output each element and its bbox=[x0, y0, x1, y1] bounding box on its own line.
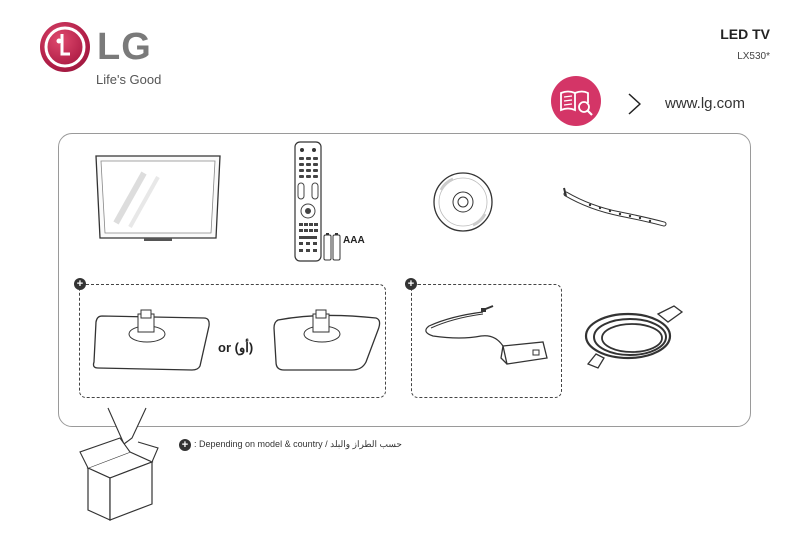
product-title: LED TV bbox=[720, 26, 770, 42]
plus-circle-icon: + bbox=[405, 278, 417, 290]
optional-adapter-group bbox=[411, 284, 562, 398]
package-box-illustration bbox=[79, 407, 159, 521]
book-magnifier-icon[interactable] bbox=[551, 76, 601, 126]
model-number: LX530* bbox=[737, 51, 770, 62]
battery-icon bbox=[323, 233, 341, 261]
cd-disc-icon bbox=[433, 172, 493, 232]
website-link[interactable]: www.lg.com bbox=[665, 95, 746, 112]
play-arrow-icon bbox=[628, 93, 641, 115]
battery-type-label: AAA bbox=[343, 235, 365, 246]
remote-control-illustration bbox=[294, 141, 322, 262]
tv-illustration bbox=[95, 155, 221, 241]
stand-base-curved bbox=[273, 309, 381, 371]
cable-holder-icon bbox=[563, 187, 667, 227]
availability-footnote: : Depending on model & country / حسب الط… bbox=[194, 439, 402, 449]
plus-circle-icon: + bbox=[179, 439, 191, 451]
brand-slogan: Life's Good bbox=[96, 72, 162, 87]
power-cord-icon bbox=[584, 305, 684, 369]
power-adapter-icon bbox=[425, 305, 548, 365]
stand-base-rectangular bbox=[92, 309, 210, 371]
optional-stand-group bbox=[79, 284, 386, 398]
lg-logo-icon bbox=[40, 22, 90, 72]
plus-circle-icon: + bbox=[74, 278, 86, 290]
or-label: or (أو) bbox=[218, 340, 254, 355]
brand-name: LG bbox=[97, 26, 152, 68]
